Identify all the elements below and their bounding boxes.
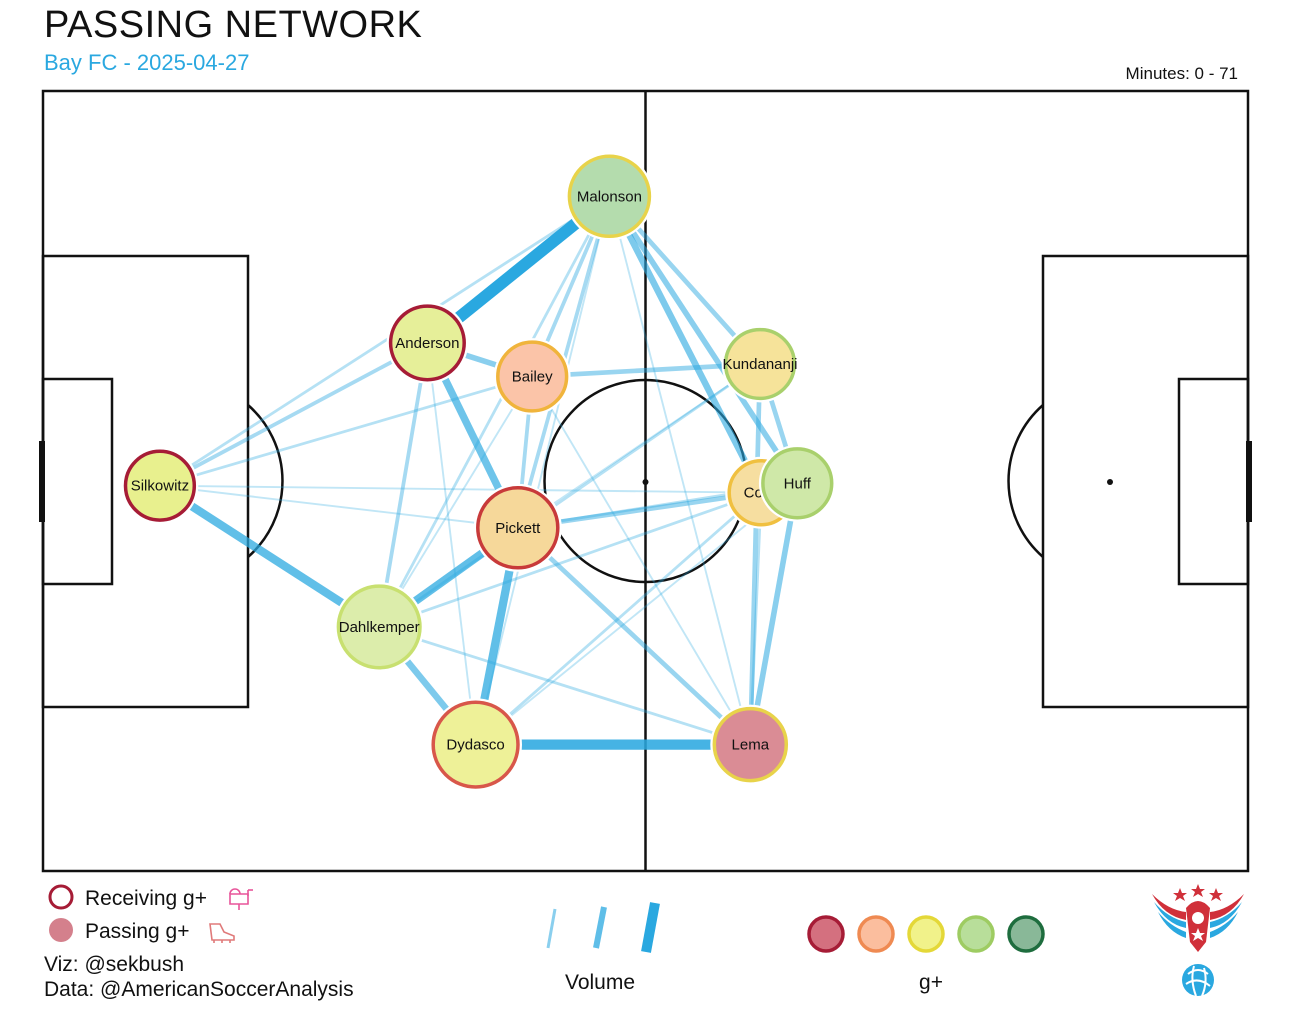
player-name-label: Bailey <box>512 369 553 386</box>
player-name-label: Kundananji <box>722 356 797 373</box>
eagle-logo <box>1152 884 1244 997</box>
pass-link-silkowitz-pickett <box>159 484 518 529</box>
pass-link-bailey-lema <box>531 376 752 746</box>
player-node-circle <box>388 304 466 382</box>
mailbox-icon <box>229 888 253 910</box>
pass-link-silkowitz-conti <box>159 484 762 494</box>
volume-sample-low <box>546 908 557 949</box>
boot-icon <box>209 923 235 943</box>
pass-link-dydasco-huff <box>475 482 798 746</box>
player-node-silkowitz: Silkowitz <box>121 447 199 525</box>
left-penalty-arc <box>247 404 284 558</box>
player-node-bailey: Bailey <box>493 338 571 415</box>
right-penalty-arc <box>1007 404 1044 558</box>
pass-link-pickett-lema <box>516 526 752 747</box>
right-penalty-box <box>1041 254 1250 709</box>
right-goal-box <box>1177 377 1250 586</box>
pass-link-malonson-dydasco <box>474 196 611 745</box>
pass-links <box>157 191 801 750</box>
pass-link-malonson-huff <box>607 194 800 485</box>
gplus-scale-swatch-2 <box>857 915 895 953</box>
left-goal <box>39 441 45 522</box>
player-name-label: Pickett <box>495 520 541 537</box>
legend-receiving-label: Receiving g+ <box>85 887 207 910</box>
right-goal <box>1246 441 1252 522</box>
pass-link-anderson-dahlkemper <box>377 342 430 628</box>
credit-data: Data: @AmericanSoccerAnalysis <box>44 978 354 1001</box>
pass-link-silkowitz-bailey <box>159 375 533 488</box>
legend-gplus-scale <box>807 915 1045 953</box>
player-name-label: Silkowitz <box>131 478 189 495</box>
pass-link-anderson-dydasco <box>426 342 477 745</box>
pass-link-anderson-silkowitz <box>159 341 429 488</box>
gplus-scale-swatch-3 <box>907 915 945 953</box>
player-node-lema: Lema <box>710 704 791 785</box>
left-goal-box <box>41 377 114 586</box>
pass-link-huff-lema <box>747 482 801 746</box>
legend-gplus-types: Receiving g+ Passing g+ <box>48 884 253 943</box>
gplus-scale-swatch-1 <box>807 915 845 953</box>
legend-passing-label: Passing g+ <box>85 920 190 943</box>
player-node-circle <box>761 447 834 520</box>
player-node-circle <box>123 449 197 522</box>
legend-gplus-label: g+ <box>919 971 943 994</box>
pass-link-kundananji-pickett <box>517 363 761 529</box>
legend-passing-dot <box>49 918 73 942</box>
player-node-anderson: Anderson <box>386 302 469 384</box>
player-node-circle <box>336 584 422 670</box>
player-node-circle <box>712 706 789 783</box>
pass-link-bailey-dahlkemper <box>378 376 534 628</box>
pass-link-conti-lema <box>748 492 763 745</box>
player-name-label: Malonson <box>577 188 642 205</box>
page-title: PASSING NETWORK <box>44 4 423 46</box>
page-subtitle: Bay FC - 2025-04-27 <box>44 50 250 75</box>
player-node-dahlkemper: Dahlkemper <box>334 582 425 672</box>
player-name-label: Huff <box>784 475 812 492</box>
right-penalty-spot <box>1107 479 1113 485</box>
player-node-circle <box>723 327 797 401</box>
center-spot <box>642 479 649 485</box>
player-name-label: Lema <box>732 737 770 754</box>
minutes-range: Minutes: 0 - 71 <box>1125 64 1238 83</box>
legend-volume: Volume <box>546 902 660 994</box>
player-node-kundananji: Kundananji <box>721 325 799 403</box>
pass-link-kundananji-lema <box>747 363 763 745</box>
legend-receiving-ring <box>48 884 74 910</box>
volume-sample-high <box>641 902 660 953</box>
player-node-circle <box>496 340 569 413</box>
player-node-pickett: Pickett <box>473 483 562 572</box>
player-node-dydasco: Dydasco <box>429 698 522 791</box>
pass-link-malonson-dahlkemper <box>377 195 611 628</box>
pass-link-malonson-lema <box>608 196 752 745</box>
volume-sample-mid <box>593 906 607 949</box>
player-name-label: Dahlkemper <box>339 619 420 636</box>
pass-link-malonson-conti <box>606 194 765 495</box>
player-node-circle <box>476 486 560 570</box>
player-node-circle <box>431 700 520 789</box>
pass-link-conti-dahlkemper <box>378 491 762 629</box>
player-node-circle <box>567 154 652 239</box>
player-node-malonson: Malonson <box>565 152 654 241</box>
pass-link-dahlkemper-lema <box>378 625 751 746</box>
player-node-huff: Huff <box>758 444 836 522</box>
gplus-scale-swatch-5 <box>1007 915 1045 953</box>
player-name-label: Dydasco <box>446 737 504 754</box>
gplus-scale-swatch-4 <box>957 915 995 953</box>
legend-volume-label: Volume <box>565 971 635 994</box>
pass-link-conti-dydasco <box>474 491 763 746</box>
credit-viz: Viz: @sekbush <box>44 953 184 976</box>
pass-link-silkowitz-malonson <box>159 195 611 487</box>
player-name-label: Anderson <box>395 335 459 352</box>
